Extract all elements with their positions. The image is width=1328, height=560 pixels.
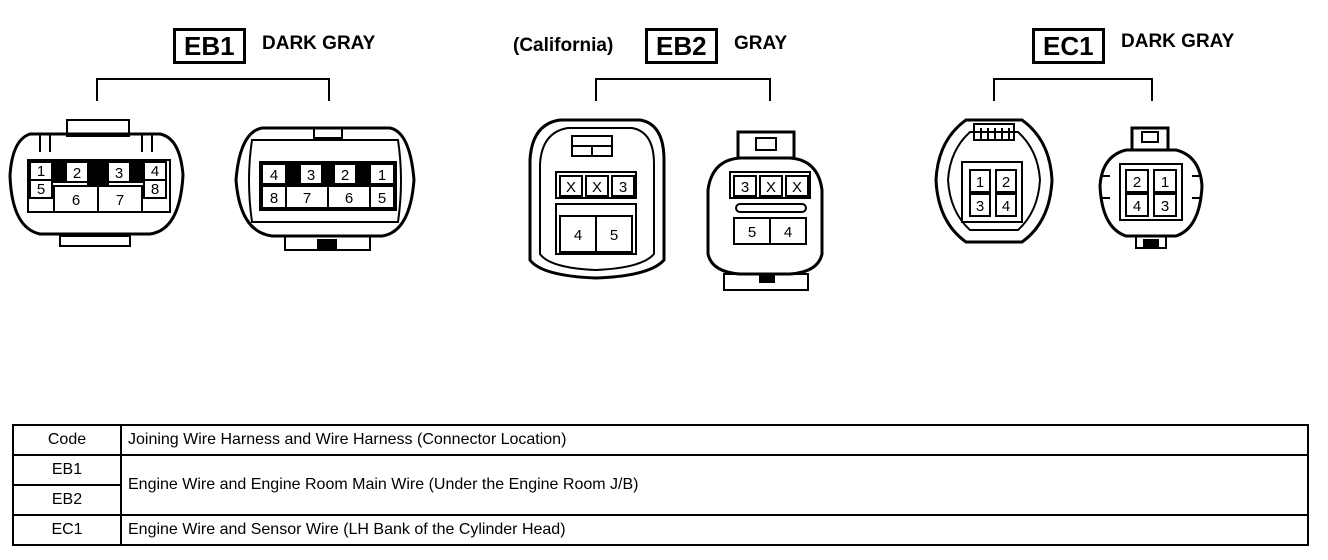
pin-cell <box>369 163 395 185</box>
pin-label: 4 <box>784 224 792 241</box>
pin-cell <box>759 175 783 197</box>
pin-label: 1 <box>378 167 386 184</box>
pin-cell <box>785 175 809 197</box>
pin-label: 4 <box>1133 198 1141 215</box>
pin-cell <box>595 215 633 253</box>
pin-cell <box>1125 169 1149 193</box>
pin-cell <box>769 217 807 245</box>
pin-label: 3 <box>976 198 984 215</box>
pin-cell <box>995 193 1017 217</box>
pin-label: 8 <box>151 181 159 198</box>
pin-label: 2 <box>341 167 349 184</box>
ec1-male-connector <box>1098 126 1204 249</box>
pin-cell <box>369 185 395 209</box>
table-cell-code: EB2 <box>12 484 122 516</box>
connector-code-table: Code Joining Wire Harness and Wire Harne… <box>12 424 1309 546</box>
connector-drawings: 1 2 3 4 5 6 7 8 4 3 2 1 8 7 6 5 X X 3 4 … <box>8 78 1204 291</box>
pin-label: 1 <box>37 163 45 180</box>
ec1-female-connector <box>934 118 1054 244</box>
pin-label: 3 <box>1161 198 1169 215</box>
pin-label: 3 <box>307 167 315 184</box>
table-header-code: Code <box>12 424 122 456</box>
table-header-row: Code Joining Wire Harness and Wire Harne… <box>12 424 1309 456</box>
eb2-note-label: (California) <box>513 35 614 56</box>
pin-label: 5 <box>378 190 386 207</box>
pin-label: 2 <box>1133 174 1141 191</box>
table-cell-code: EC1 <box>12 514 122 546</box>
pin-cell <box>733 175 757 197</box>
pin-label: 4 <box>574 227 582 244</box>
pin-label: 4 <box>1002 198 1010 215</box>
table-cell-description: Engine Wire and Engine Room Main Wire (U… <box>120 454 1309 516</box>
ec1-bracket <box>993 78 1153 101</box>
pin-cell <box>585 175 609 197</box>
pin-label: 5 <box>748 224 756 241</box>
connector-diagram: EB1 DARK GRAY (California) EB2 GRAY EC1 … <box>8 28 1235 291</box>
eb1-bracket <box>96 78 330 101</box>
pin-label: 1 <box>976 174 984 191</box>
pin-cell <box>143 179 167 199</box>
ec1-color-label: DARK GRAY <box>1121 31 1235 52</box>
table-cell-code: EB1 <box>12 454 122 486</box>
table-row: EB1 Engine Wire and Engine Room Main Wir… <box>12 454 1309 516</box>
eb1-male-connector <box>234 126 416 251</box>
eb1-color-label: DARK GRAY <box>262 33 376 54</box>
eb2-bracket <box>595 78 771 101</box>
table-row: EB2 <box>12 484 1308 516</box>
pin-cell <box>559 175 583 197</box>
pin-label: 7 <box>303 190 311 207</box>
pin-label: 6 <box>345 190 353 207</box>
ec1-code-label: EC1 <box>1032 28 1105 64</box>
pin-cell <box>969 193 991 217</box>
pin-cell <box>611 175 635 197</box>
eb2-male-connector <box>706 130 824 291</box>
table-header-description: Joining Wire Harness and Wire Harness (C… <box>120 424 1309 456</box>
pin-label: 2 <box>1002 174 1010 191</box>
pin-cell <box>1153 169 1177 193</box>
pin-label: X <box>766 179 776 196</box>
pin-label: 7 <box>116 192 124 209</box>
pin-label: 5 <box>610 227 618 244</box>
pin-cell <box>97 185 143 213</box>
eb1-code-label: EB1 <box>173 28 246 64</box>
pin-label: 2 <box>73 165 81 182</box>
pin-label: 3 <box>741 179 749 196</box>
pin-label: X <box>566 179 576 196</box>
pin-key <box>321 163 335 187</box>
pin-key <box>87 161 109 187</box>
pin-cell <box>1125 193 1149 217</box>
pin-cell <box>1153 193 1177 217</box>
pin-label: X <box>792 179 802 196</box>
eb2-code-label: EB2 <box>645 28 718 64</box>
eb2-female-connector <box>528 118 666 280</box>
table-row: EC1 Engine Wire and Sensor Wire (LH Bank… <box>12 514 1309 546</box>
pin-label: 1 <box>1161 174 1169 191</box>
eb2-color-label: GRAY <box>734 33 788 54</box>
pin-cell <box>995 169 1017 193</box>
pin-cell <box>29 179 53 199</box>
pin-label: 6 <box>72 192 80 209</box>
pin-label: 3 <box>619 179 627 196</box>
pin-label: 4 <box>151 163 159 180</box>
pin-label: 4 <box>270 167 278 184</box>
pin-label: X <box>592 179 602 196</box>
table-cell-description: Engine Wire and Sensor Wire (LH Bank of … <box>120 514 1309 546</box>
pin-cell <box>969 169 991 193</box>
eb1-female-connector <box>8 119 185 247</box>
pin-label: 8 <box>270 190 278 207</box>
pin-label: 5 <box>37 181 45 198</box>
pin-label: 3 <box>115 165 123 182</box>
